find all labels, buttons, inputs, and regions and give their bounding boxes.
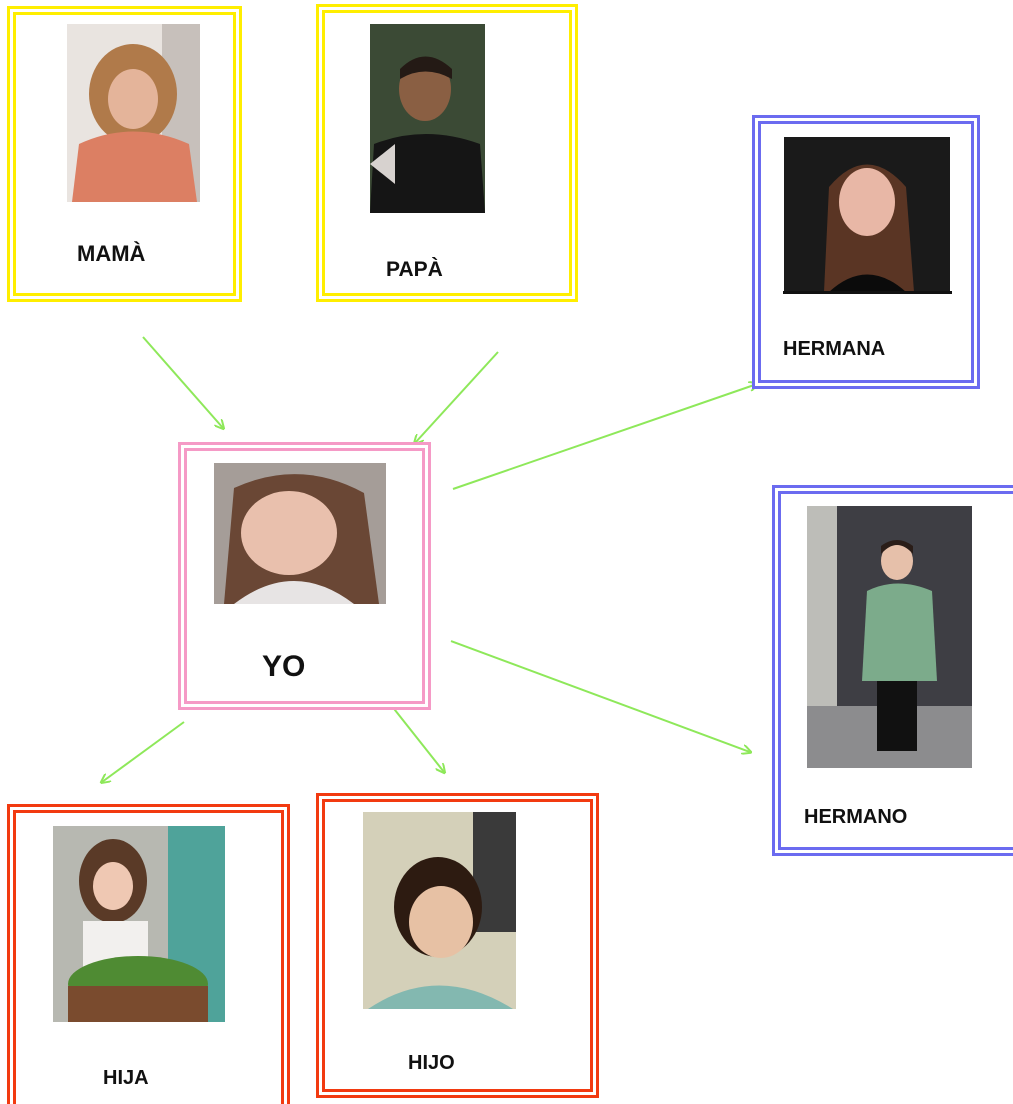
hermana-label: HERMANA xyxy=(783,338,886,360)
arrow-yo-to-hermana xyxy=(452,384,757,490)
card-hijo: HIJO xyxy=(316,793,599,1098)
card-yo: YO xyxy=(178,442,431,710)
papa-photo xyxy=(370,24,485,213)
card-mama: MAMÀ xyxy=(7,6,242,302)
card-hermana: HERMANA xyxy=(752,115,980,389)
hermana-photo xyxy=(784,137,950,292)
hija-label: HIJA xyxy=(103,1067,149,1089)
arrow-yo-to-hijo xyxy=(390,704,444,772)
arrow-yo-to-hermano xyxy=(450,640,750,752)
hermano-photo xyxy=(807,506,972,768)
mama-label: MAMÀ xyxy=(77,241,146,266)
card-hermano: HERMANO xyxy=(772,485,1013,856)
arrow-papa-to-yo xyxy=(415,351,499,443)
hermano-label: HERMANO xyxy=(804,806,908,828)
hijo-photo xyxy=(363,812,516,1009)
card-hija: HIJA xyxy=(7,804,290,1104)
yo-photo xyxy=(214,463,386,604)
yo-label: YO xyxy=(262,650,306,683)
mama-photo xyxy=(67,24,200,202)
arrow-mama-to-yo xyxy=(142,336,223,428)
hermana-photo-underline xyxy=(783,291,952,294)
card-papa: PAPÀ xyxy=(316,4,578,302)
arrow-yo-to-hija xyxy=(102,721,185,782)
hijo-label: HIJO xyxy=(408,1052,455,1074)
papa-label: PAPÀ xyxy=(386,258,443,281)
hija-photo xyxy=(53,826,225,1022)
